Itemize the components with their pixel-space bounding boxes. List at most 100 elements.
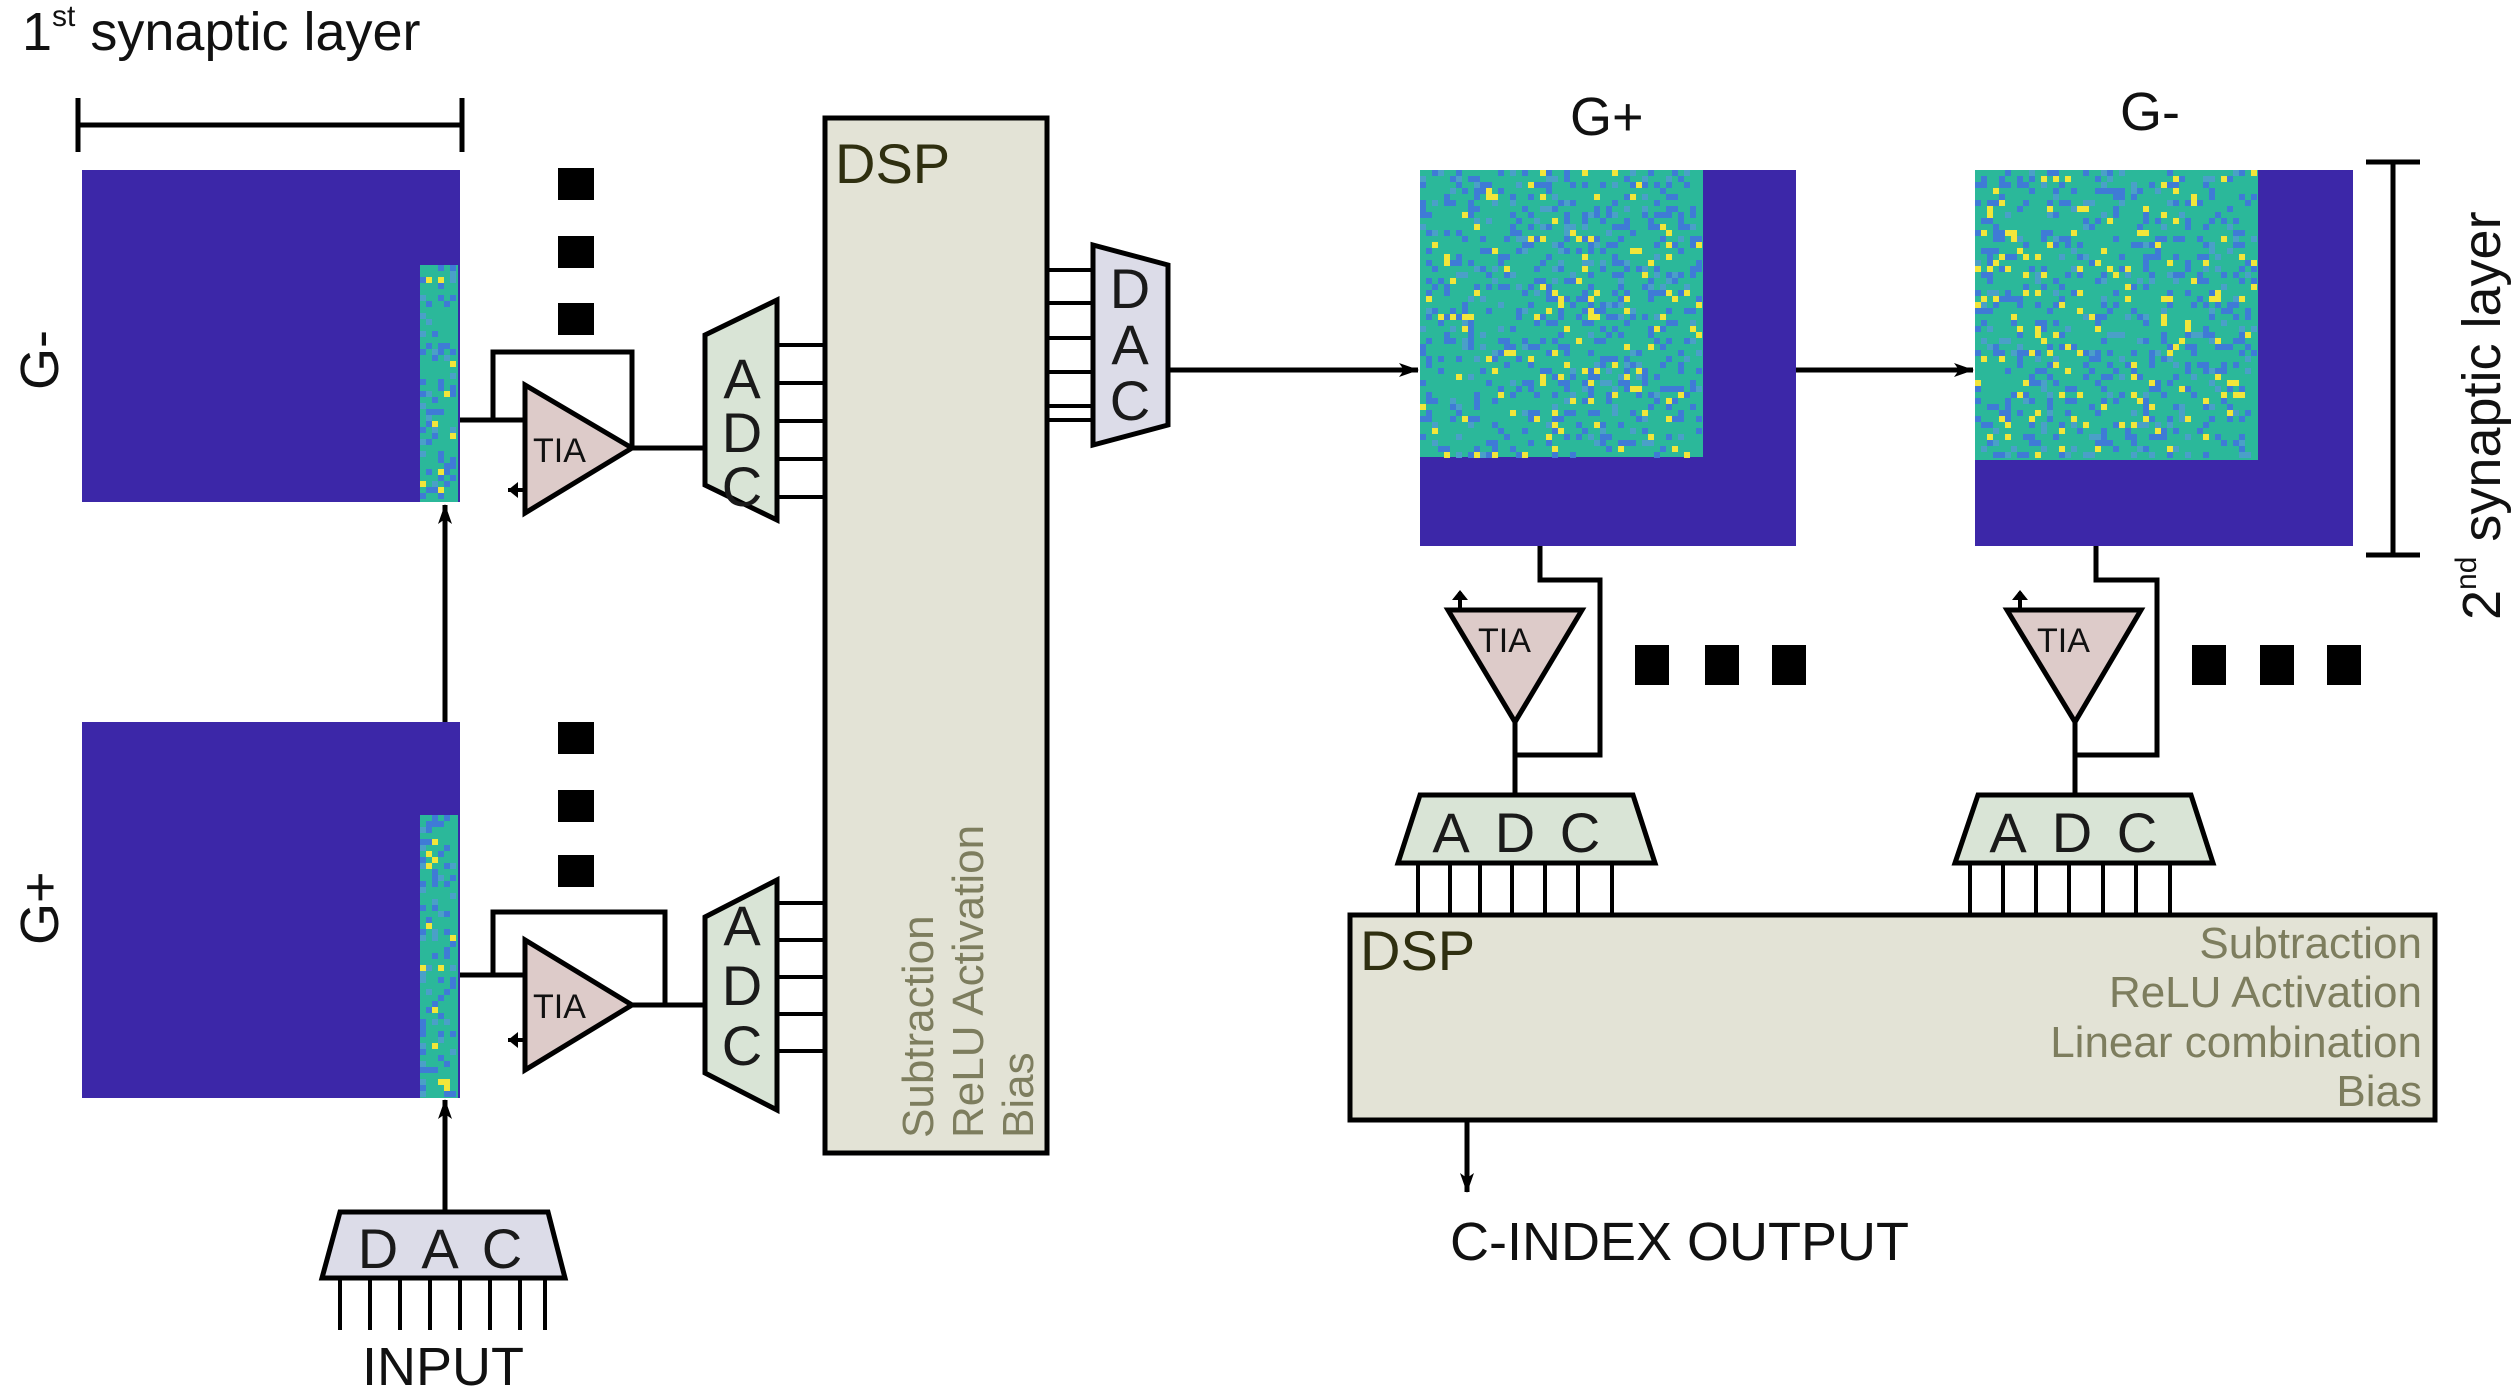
weight-cell — [2017, 350, 2023, 356]
weight-cell — [2191, 350, 2197, 356]
weight-cell — [1648, 392, 1654, 398]
weight-cell — [1630, 350, 1636, 356]
weight-cell — [2035, 272, 2041, 278]
weight-cell — [1516, 248, 1522, 254]
weight-cell — [1492, 200, 1498, 206]
weight-cell — [2191, 332, 2197, 338]
weight-cell — [2203, 326, 2209, 332]
weight-cell — [1450, 326, 1456, 332]
weight-cell — [1624, 290, 1630, 296]
weight-cell — [2251, 266, 2257, 272]
weight-cell — [1588, 320, 1594, 326]
weight-cell — [2041, 368, 2047, 374]
weight-cell — [1444, 284, 1450, 290]
weight-cell — [2035, 356, 2041, 362]
weight-cell — [2239, 296, 2245, 302]
weight-cell — [1642, 380, 1648, 386]
weight-cell — [1612, 302, 1618, 308]
weight-cell — [444, 911, 450, 917]
weight-cell — [1528, 182, 1534, 188]
weight-cell — [1684, 284, 1690, 290]
weight-cell — [1642, 206, 1648, 212]
weight-cell — [2041, 446, 2047, 452]
weight-cell — [426, 487, 432, 493]
weight-cell — [2191, 200, 2197, 206]
weight-cell — [2005, 416, 2011, 422]
weight-cell — [2167, 344, 2173, 350]
weight-cell — [1672, 170, 1678, 176]
weight-cell — [1564, 386, 1570, 392]
weight-cell — [1588, 242, 1594, 248]
weight-cell — [1420, 182, 1426, 188]
weight-cell — [450, 863, 456, 869]
svg-text:D: D — [358, 1217, 398, 1280]
weight-cell — [420, 1025, 426, 1031]
weight-cell — [2059, 332, 2065, 338]
weight-cell — [1456, 434, 1462, 440]
weight-cell — [2155, 254, 2161, 260]
weight-cell — [2065, 398, 2071, 404]
svg-text:A: A — [421, 1217, 459, 1280]
weight-cell — [1492, 266, 1498, 272]
weight-cell — [1474, 398, 1480, 404]
weight-matrix — [1975, 170, 2257, 458]
weight-cell — [432, 935, 438, 941]
weight-cell — [1564, 212, 1570, 218]
weight-cell — [1993, 344, 1999, 350]
weight-cell — [1642, 368, 1648, 374]
weight-cell — [2245, 410, 2251, 416]
weight-cell — [1468, 416, 1474, 422]
weight-cell — [2107, 332, 2113, 338]
weight-cell — [1444, 290, 1450, 296]
weight-cell — [2233, 338, 2239, 344]
weight-cell — [1987, 200, 1993, 206]
weight-cell — [1600, 428, 1606, 434]
weight-cell — [432, 857, 438, 863]
weight-cell — [432, 905, 438, 911]
weight-cell — [2233, 272, 2239, 278]
weight-cell — [1999, 410, 2005, 416]
weight-cell — [2185, 326, 2191, 332]
svg-text:A: A — [723, 347, 761, 410]
weight-cell — [2053, 332, 2059, 338]
weight-cell — [2227, 308, 2233, 314]
weight-cell — [1534, 314, 1540, 320]
weight-cell — [1450, 314, 1456, 320]
svg-text:A: A — [1111, 313, 1149, 376]
weight-cell — [2005, 230, 2011, 236]
weight-cell — [1564, 380, 1570, 386]
weight-cell — [432, 953, 438, 959]
weight-cell — [1576, 278, 1582, 284]
weight-cell — [1468, 206, 1474, 212]
weight-cell — [1534, 344, 1540, 350]
weight-cell — [450, 983, 456, 989]
weight-cell — [2227, 224, 2233, 230]
weight-cell — [1468, 176, 1474, 182]
weight-cell — [2161, 332, 2167, 338]
weight-cell — [2137, 422, 2143, 428]
weight-cell — [2215, 212, 2221, 218]
weight-cell — [1696, 302, 1702, 308]
weight-cell — [2137, 230, 2143, 236]
weight-cell — [1528, 212, 1534, 218]
weight-cell — [2029, 350, 2035, 356]
weight-cell — [2065, 326, 2071, 332]
weight-cell — [2185, 320, 2191, 326]
weight-cell — [2191, 374, 2197, 380]
weight-cell — [1600, 434, 1606, 440]
weight-cell — [2023, 200, 2029, 206]
weight-cell — [1690, 380, 1696, 386]
weight-cell — [2053, 290, 2059, 296]
weight-cell — [2119, 332, 2125, 338]
weight-cell — [1684, 452, 1690, 458]
weight-cell — [432, 355, 438, 361]
weight-cell — [1654, 200, 1660, 206]
weight-cell — [1462, 416, 1468, 422]
weight-cell — [2113, 188, 2119, 194]
weight-cell — [450, 457, 456, 463]
weight-cell — [2245, 332, 2251, 338]
dsp-output-op-relu: ReLU Activation — [2109, 968, 2422, 1017]
weight-cell — [1426, 356, 1432, 362]
weight-cell — [2059, 284, 2065, 290]
weight-cell — [2029, 416, 2035, 422]
